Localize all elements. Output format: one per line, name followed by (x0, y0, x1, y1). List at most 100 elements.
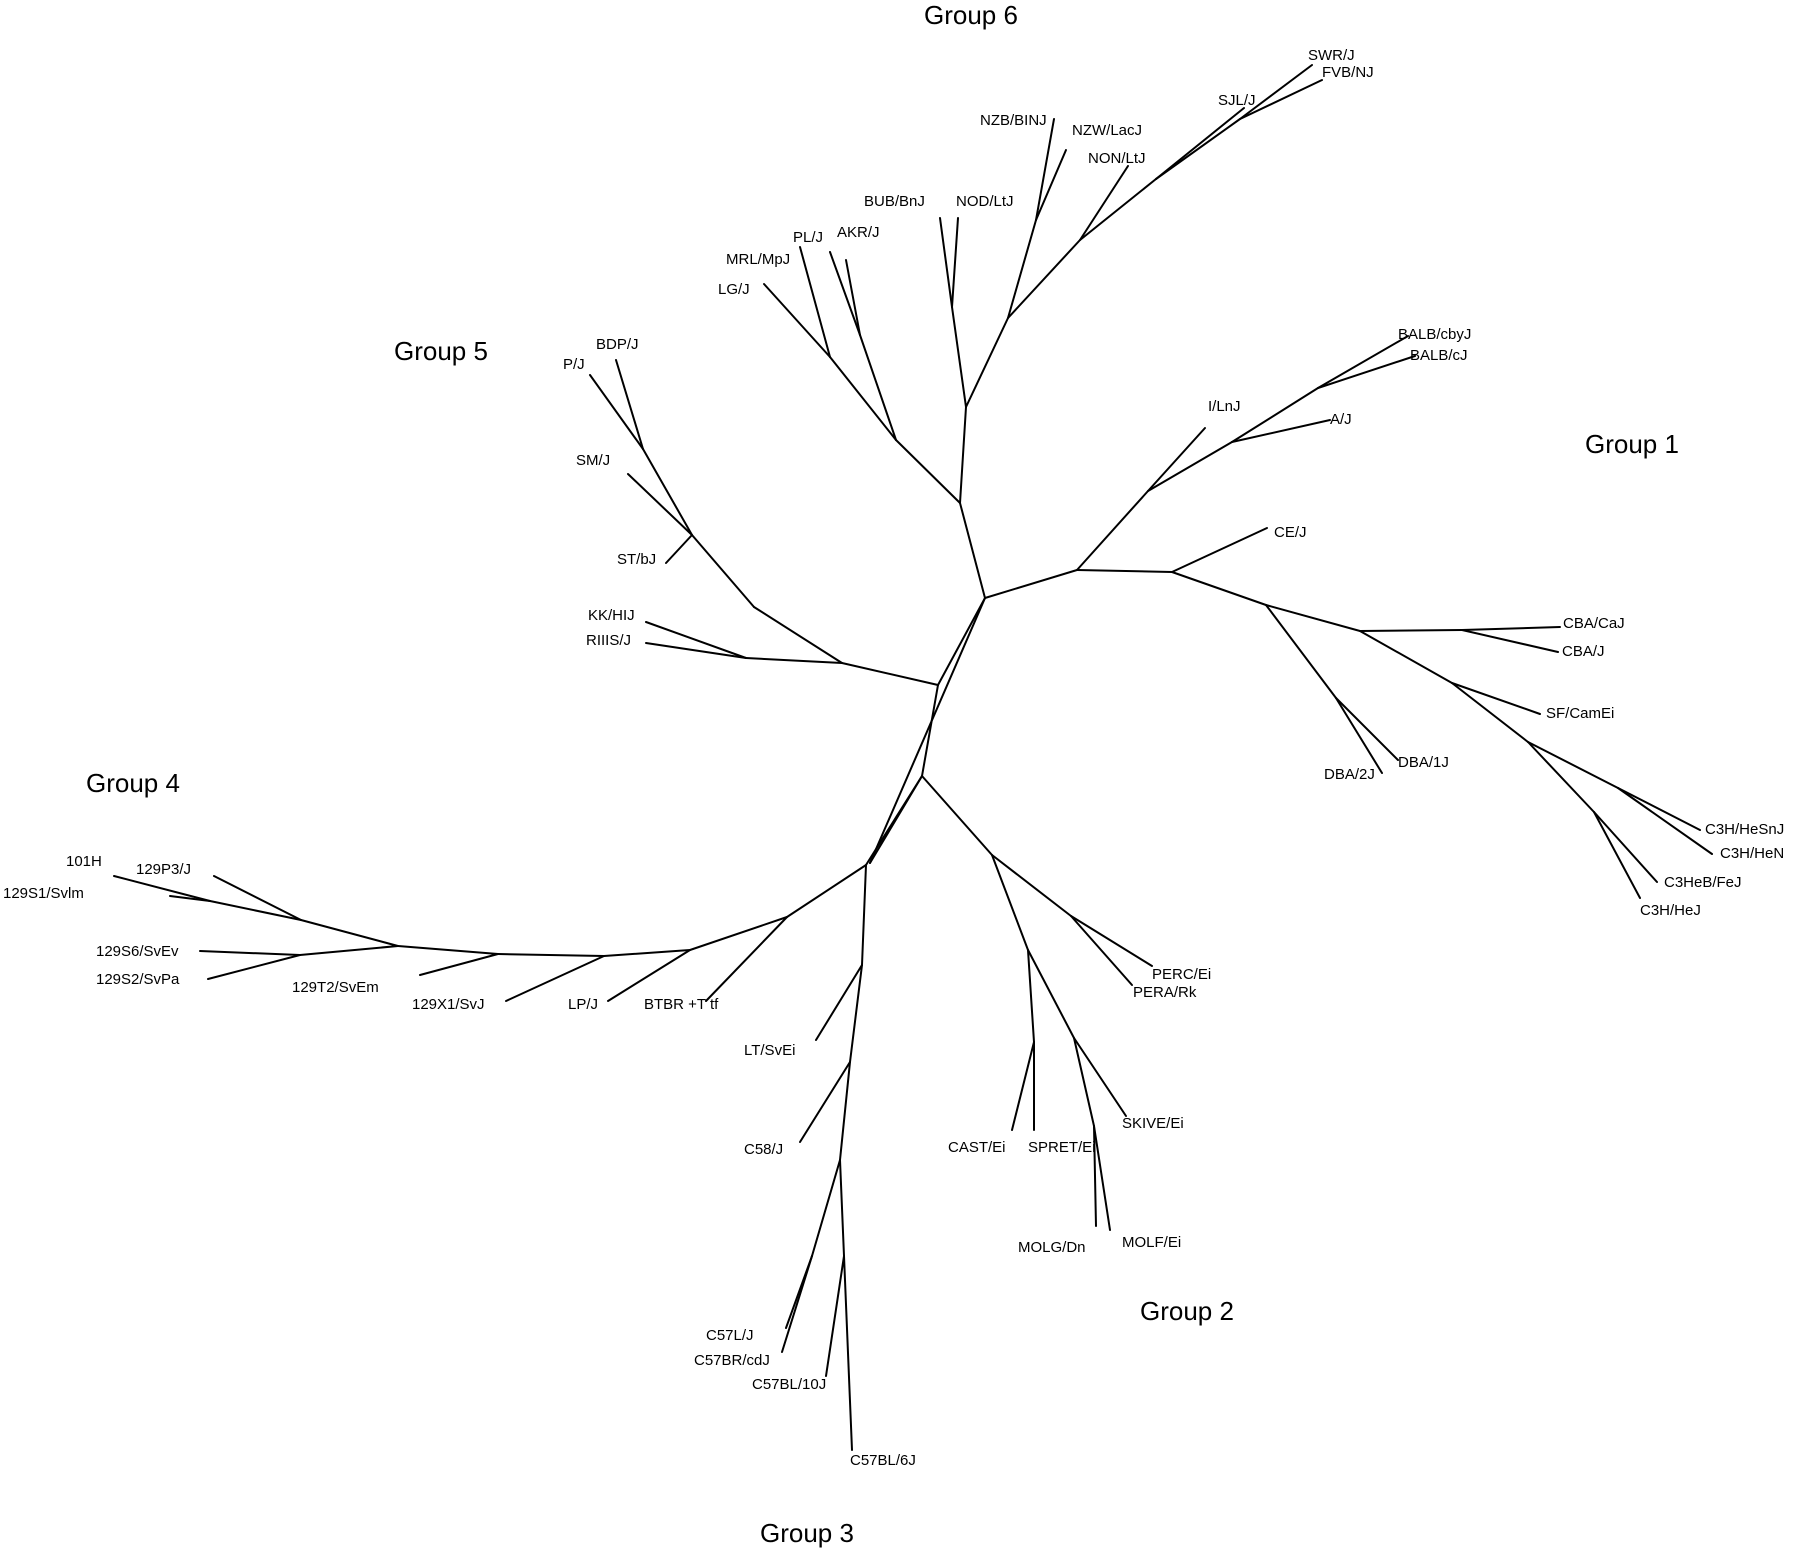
strain-label-dba1: DBA/1J (1398, 754, 1449, 771)
strain-label-spret: SPRET/Ei (1028, 1139, 1096, 1156)
tree-branch (615, 359, 644, 450)
tree-branch (959, 502, 986, 599)
tree-branch (921, 684, 939, 777)
tree-branch (1239, 64, 1313, 120)
tree-branch (951, 217, 959, 308)
tree-branch (299, 945, 399, 956)
strain-label-cbaca: CBA/CaJ (1563, 615, 1625, 632)
tree-branch (786, 864, 867, 918)
strain-label-c3hhesn: C3H/HeSnJ (1705, 821, 1784, 838)
strain-label-st: ST/bJ (617, 551, 656, 568)
tree-branch (861, 864, 867, 966)
tree-branch (959, 406, 967, 504)
strain-label-c3heb: C3HeB/FeJ (1664, 874, 1742, 891)
tree-branch (841, 662, 939, 686)
tree-branch (799, 1061, 851, 1143)
tree-branch (1461, 626, 1561, 631)
group-label-5: Group 5 (394, 336, 488, 366)
tree-branch (1317, 355, 1416, 389)
tree-branch (839, 1159, 845, 1257)
strain-label-129s2: 129S2/SvPa (96, 971, 180, 988)
tree-branch (1070, 915, 1133, 986)
tree-branch (497, 953, 605, 957)
tree-branch (825, 1255, 845, 1377)
tree-branch (1171, 527, 1268, 573)
tree-branch (939, 217, 953, 308)
tree-branch (1335, 697, 1383, 774)
strain-label-bdp: BDP/J (596, 336, 639, 353)
tree-branch (1147, 441, 1233, 492)
group-label-6: Group 6 (924, 0, 1018, 30)
tree-branch (1317, 335, 1409, 389)
tree-branch (815, 964, 863, 1041)
strain-label-akr: AKR/J (837, 224, 880, 241)
strain-label-cbaj: CBA/J (1562, 643, 1605, 660)
tree-branch (1451, 682, 1541, 715)
tree-branch (921, 775, 993, 856)
tree-branch (1593, 811, 1641, 899)
tree-branch (1073, 1037, 1095, 1127)
strain-label-nzb: NZB/BINJ (980, 112, 1047, 129)
tree-branch (799, 246, 831, 358)
tree-branch (607, 949, 691, 1002)
tree-branch (689, 916, 788, 951)
strain-label-riiis: RIIIS/J (586, 632, 631, 649)
tree-branch (895, 439, 961, 504)
strain-label-lt: LT/SvEi (744, 1042, 795, 1059)
strain-label-bub: BUB/BnJ (864, 193, 925, 210)
strain-label-swr: SWR/J (1308, 47, 1355, 64)
tree-branch (865, 775, 923, 866)
strain-label-sf: SF/CamEi (1546, 705, 1614, 722)
strain-label-ce: CE/J (1274, 524, 1307, 541)
tree-branch (1076, 490, 1149, 571)
tree-branch (984, 569, 1078, 599)
tree-branch (1011, 1041, 1035, 1131)
strain-label-kk: KK/HIJ (588, 607, 635, 624)
tree-branch (642, 448, 693, 536)
strain-label-129p3: 129P3/J (136, 861, 191, 878)
group-label-4: Group 4 (86, 768, 180, 798)
strain-label-non: NON/LtJ (1088, 150, 1146, 167)
tree-branch (1359, 629, 1463, 632)
strain-label-skive: SKIVE/Ei (1122, 1115, 1184, 1132)
tree-branch (1265, 604, 1361, 632)
strain-label-lp: LP/J (568, 996, 598, 1013)
strain-label-balbcby: BALB/cbyJ (1398, 326, 1471, 343)
tree-branch (843, 1255, 853, 1451)
strain-label-129t2: 129T2/SvEm (292, 979, 379, 996)
tree-branch (199, 950, 301, 956)
tree-branch (1070, 915, 1153, 967)
group-label-2: Group 2 (1140, 1296, 1234, 1326)
tree-branch (745, 657, 843, 664)
tree-branch (1527, 741, 1595, 813)
tree-branch (603, 949, 691, 957)
strain-label-c57bl6: C57BL/6J (850, 1452, 916, 1469)
strain-label-c57bl10: C57BL/10J (752, 1376, 826, 1393)
strain-label-nod: NOD/LtJ (956, 193, 1014, 210)
tree-branch (1007, 219, 1037, 319)
strain-label-perc: PERC/Ei (1152, 966, 1211, 983)
tree-branch (645, 642, 747, 659)
tree-branch (300, 919, 399, 947)
strain-label-aj: A/J (1330, 411, 1352, 428)
tree-branch (1073, 1037, 1127, 1117)
tree-branch (1171, 571, 1267, 606)
tree-branch (1027, 949, 1035, 1043)
tree-branch (419, 953, 499, 976)
tree-branch (869, 597, 986, 864)
strain-label-c3hhej: C3H/HeJ (1640, 902, 1701, 919)
tree-branch (1093, 1125, 1097, 1227)
tree-branch (1079, 165, 1129, 241)
strain-label-c57br: C57BR/cdJ (694, 1352, 770, 1369)
tree-branch (1231, 387, 1319, 443)
tree-branch (1335, 697, 1399, 761)
tree-branch (645, 621, 747, 659)
strain-label-129x1: 129X1/SvJ (412, 996, 485, 1013)
tree-branch (781, 1255, 813, 1353)
strain-label-129s1: 129S1/Svlm (3, 885, 84, 902)
tree-branch (589, 374, 644, 450)
tree-branch (505, 955, 605, 1002)
tree-branch (1147, 427, 1206, 492)
tree-branch (1076, 569, 1173, 573)
